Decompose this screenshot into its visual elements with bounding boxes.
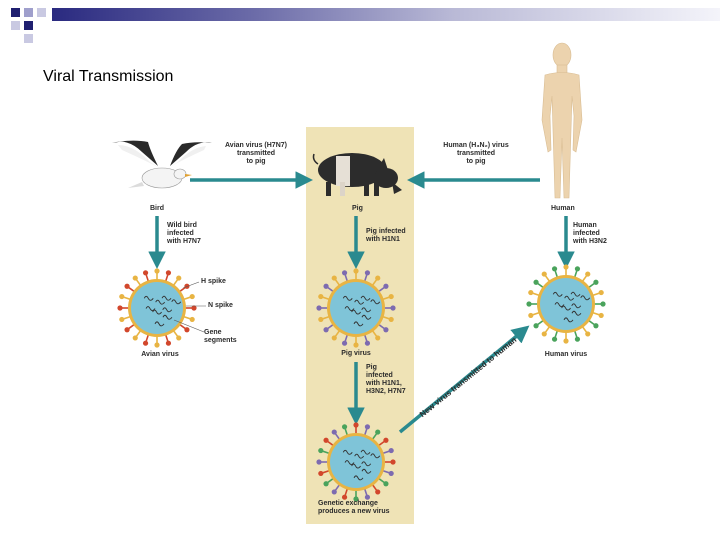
slide-decoration-square (24, 34, 33, 43)
bird-label: Bird (150, 205, 164, 212)
bird-icon (112, 140, 212, 189)
n-spike-label: N spike (208, 302, 233, 309)
human-to-pig-label: Human (H₃N₂) virus transmitted to pig (443, 142, 509, 165)
gene-segments-label: Gene segments (204, 329, 237, 344)
gene-segments-leader (173, 319, 205, 333)
slide-decoration-square (11, 8, 20, 17)
new-virus-icon (316, 422, 396, 502)
human-label: Human (551, 205, 575, 212)
slide-title: Viral Transmission (43, 68, 174, 85)
slide-header-bar (52, 8, 720, 21)
pig-virus-label: Pig virus (341, 350, 371, 357)
bird-infection-label: Wild bird infected with H7N7 (167, 222, 201, 245)
pig-virus-icon (316, 268, 396, 348)
slide-decoration-square (24, 8, 33, 17)
pig-mixed-infection-label: Pig infected with H1N1, H3N2, H7N7 (366, 364, 406, 395)
pig-icon (312, 153, 402, 196)
human-virus-icon (526, 264, 606, 344)
h-spike-leader (182, 281, 200, 289)
human-icon (541, 42, 583, 199)
h-spike-label: H spike (201, 278, 226, 285)
human-infection-label: Human infected with H3N2 (573, 222, 607, 245)
slide-decoration-square (11, 21, 20, 30)
avian-virus-icon (117, 268, 197, 348)
human-virus-label: Human virus (544, 351, 588, 358)
avian-virus-label: Avian virus (141, 351, 179, 358)
arrow-new-virus-to-human (398, 325, 530, 434)
avian-to-pig-label: Avian virus (H7N7) transmitted to pig (225, 142, 287, 165)
pig-label: Pig (352, 205, 363, 212)
new-virus-label: Genetic exchange produces a new virus (318, 500, 390, 515)
slide-decoration-square (37, 8, 46, 17)
slide-decoration-square (24, 21, 33, 30)
pig-infection-label: Pig infected with H1N1 (366, 228, 406, 243)
